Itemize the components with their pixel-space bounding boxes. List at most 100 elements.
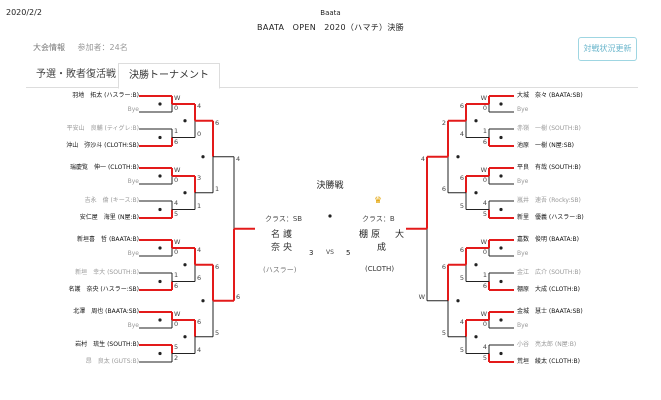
- right-r4-label: 4: [420, 154, 425, 163]
- match-dot-icon[interactable]: [183, 263, 187, 267]
- right-r3-label: 2: [441, 118, 446, 127]
- match-dot-icon[interactable]: [456, 299, 460, 303]
- right-player-name[interactable]: Bye: [517, 250, 529, 257]
- match-dot-icon[interactable]: [158, 318, 162, 322]
- left-player-name[interactable]: 沖山 弥沙斗 (CLOTH:SB): [66, 142, 139, 149]
- right-player-name[interactable]: 大城 奈々 (BAATA:SB): [517, 92, 583, 99]
- left-r1-label: 6: [174, 138, 179, 146]
- match-dot-icon[interactable]: [183, 335, 187, 339]
- match-dot-icon[interactable]: [158, 174, 162, 178]
- match-dot-icon[interactable]: [158, 351, 162, 356]
- left-r2-label: 3: [197, 174, 202, 182]
- date: 2020/2/2: [6, 8, 42, 17]
- match-dot-icon[interactable]: [474, 119, 478, 123]
- left-r4-label: 6: [236, 292, 241, 301]
- left-player-name[interactable]: Bye: [127, 250, 139, 257]
- right-r1-label: 6: [482, 138, 487, 146]
- match-dot-icon[interactable]: [474, 335, 478, 339]
- right-r2-label: 6: [459, 102, 464, 110]
- left-player-name[interactable]: Bye: [127, 106, 139, 113]
- match-dot-icon[interactable]: [499, 279, 503, 284]
- match-dot-icon[interactable]: [158, 135, 162, 140]
- match-dot-icon[interactable]: [158, 207, 162, 212]
- right-player-name[interactable]: 嘉数 俊明 (BAATA:B): [517, 236, 579, 243]
- left-r2-label: 1: [197, 201, 202, 210]
- match-dot-icon[interactable]: [328, 214, 332, 218]
- right-player-name[interactable]: Bye: [517, 106, 529, 113]
- final-left-team: (ハスラー): [263, 266, 297, 274]
- final-left-name: 名護 奈央: [270, 230, 308, 253]
- match-dot-icon[interactable]: [499, 135, 503, 140]
- tab-final-tournament[interactable]: 決勝トーナメント: [118, 63, 220, 89]
- right-r2-label: 5: [459, 201, 464, 210]
- right-player-name[interactable]: 金江 広介 (SOUTH:B): [517, 269, 581, 276]
- left-player-name[interactable]: 安仁屋 海里 (N屋:B): [79, 214, 139, 221]
- match-dot-icon[interactable]: [499, 351, 503, 356]
- left-player-name[interactable]: 昂 良太 (GUTS:B): [85, 358, 139, 365]
- match-dot-icon[interactable]: [474, 263, 478, 267]
- final-title: 決勝戦: [316, 181, 344, 191]
- left-r1-label: W: [174, 238, 181, 246]
- match-dot-icon[interactable]: [456, 155, 460, 159]
- match-dot-icon[interactable]: [499, 246, 503, 250]
- right-player-name[interactable]: Bye: [517, 178, 529, 185]
- final-left-score: 3: [309, 249, 314, 257]
- left-player-name[interactable]: 羽地 拓太 (ハスラー:B): [72, 92, 139, 99]
- right-player-name[interactable]: 赤嶺 一樹 (SOUTH:B): [517, 125, 581, 132]
- left-r1-label: 5: [174, 343, 179, 351]
- match-dot-icon[interactable]: [499, 102, 503, 106]
- right-player-name[interactable]: 棚原 大成 (CLOTH:B): [517, 286, 580, 293]
- match-dot-icon[interactable]: [158, 246, 162, 250]
- left-r2-label: 4: [197, 246, 202, 254]
- match-dot-icon[interactable]: [158, 279, 162, 284]
- right-player-name[interactable]: 新里 優義 (ハスラー:B): [517, 214, 584, 221]
- right-r1-label: 0: [482, 176, 487, 184]
- info-label[interactable]: 大会情報: [33, 43, 65, 52]
- right-r2-label: 4: [459, 318, 464, 326]
- left-player-name[interactable]: Bye: [127, 178, 139, 185]
- right-player-name[interactable]: Bye: [517, 322, 529, 329]
- update-status-button[interactable]: 対戦状況更新: [578, 37, 637, 61]
- left-player-name[interactable]: 新垣喜 哲 (BAATA:B): [77, 236, 139, 243]
- left-player-name[interactable]: 名護 奈央 (ハスラー:SB): [68, 286, 139, 293]
- left-r1-label: 0: [174, 176, 179, 184]
- left-player-name[interactable]: 北澤 周也 (BAATA:SB): [73, 308, 139, 315]
- right-r2-label: 4: [459, 129, 464, 138]
- left-player-name[interactable]: 瑞慶覧 伸一 (CLOTH:B): [70, 164, 139, 171]
- left-r1-label: W: [174, 94, 181, 102]
- final-vs: VS: [326, 249, 334, 256]
- left-player-name[interactable]: 吉永 倫 (キース:B): [84, 197, 139, 204]
- left-player-name[interactable]: 岩村 琉生 (SOUTH:B): [75, 341, 139, 348]
- right-player-name[interactable]: 嵐井 速吾 (Rocky:SB): [517, 197, 581, 204]
- match-dot-icon[interactable]: [183, 119, 187, 123]
- right-r1-label: 0: [482, 104, 487, 112]
- right-r1-label: W: [480, 310, 487, 318]
- right-r1-label: 5: [482, 354, 487, 362]
- left-r3-label: 6: [215, 118, 220, 127]
- match-dot-icon[interactable]: [474, 191, 478, 195]
- right-r1-label: 0: [482, 248, 487, 256]
- tab-prelim[interactable]: 予選・敗者復活戦: [36, 69, 116, 80]
- left-player-name[interactable]: 平安山 良輔 (ティグレ:B): [66, 125, 139, 132]
- match-dot-icon[interactable]: [183, 191, 187, 195]
- tab-divider: [26, 87, 638, 88]
- right-r3-label: 6: [441, 184, 446, 193]
- left-r3-label: 5: [215, 328, 220, 337]
- match-dot-icon[interactable]: [499, 174, 503, 178]
- match-dot-icon[interactable]: [201, 299, 205, 303]
- left-r1-label: 5: [174, 210, 179, 218]
- right-player-name[interactable]: 池原 一樹 (N屋:SB): [517, 142, 575, 149]
- left-r1-label: 4: [174, 199, 179, 207]
- right-player-name[interactable]: 平良 有哉 (SOUTH:B): [517, 164, 581, 171]
- right-player-name[interactable]: 荒垣 綾太 (CLOTH:B): [517, 358, 580, 365]
- left-r1-label: W: [174, 166, 181, 174]
- match-dot-icon[interactable]: [499, 318, 503, 322]
- right-player-name[interactable]: 金城 慧士 (BAATA:SB): [517, 308, 583, 315]
- match-dot-icon[interactable]: [499, 207, 503, 212]
- left-player-name[interactable]: Bye: [127, 322, 139, 329]
- match-dot-icon[interactable]: [158, 102, 162, 106]
- match-dot-icon[interactable]: [201, 155, 205, 159]
- right-player-name[interactable]: 小谷 亮太郎 (N屋:B): [517, 341, 577, 348]
- left-r4-label: 4: [236, 154, 241, 163]
- left-player-name[interactable]: 新垣 幸大 (SOUTH:B): [75, 269, 139, 276]
